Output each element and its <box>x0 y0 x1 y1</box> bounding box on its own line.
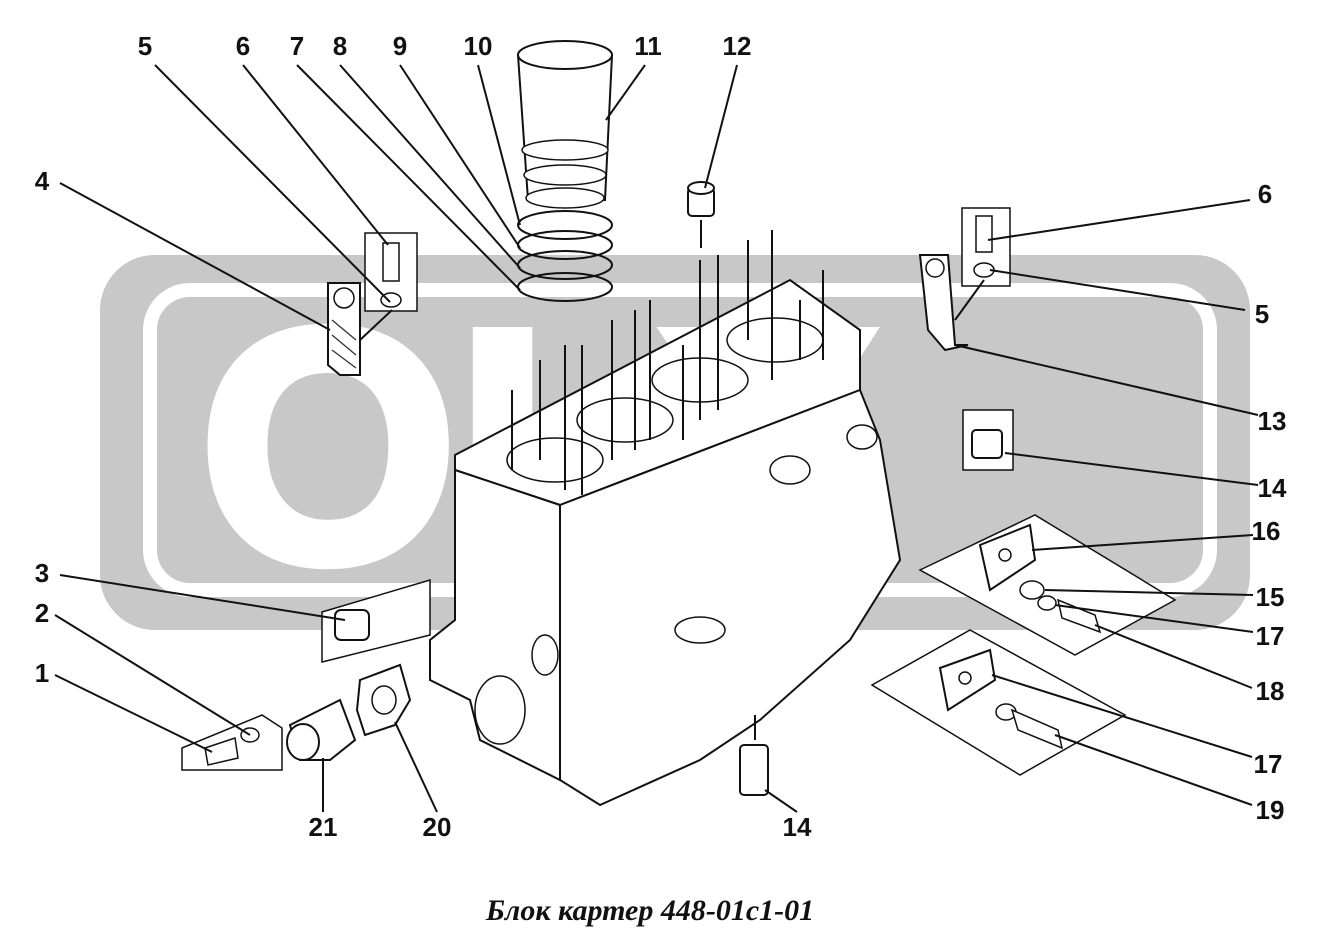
plug-part-12 <box>687 181 715 248</box>
cylinder-liner-assembly <box>516 40 614 302</box>
callout-15: 15 <box>1256 582 1285 612</box>
bracket-right <box>918 207 1011 352</box>
bushing-lower <box>739 715 769 796</box>
bracket-left <box>327 232 418 376</box>
head-studs <box>511 230 824 495</box>
liner-band-2 <box>523 164 607 186</box>
flange-part-21 <box>286 698 357 761</box>
callout-labels: 5 6 7 8 9 10 11 12 4 6 5 13 14 16 15 17 … <box>35 31 1287 842</box>
callout-5-top: 5 <box>138 31 152 61</box>
callout-1: 1 <box>35 658 49 688</box>
plug-part-3 <box>321 578 431 663</box>
callout-6-right: 6 <box>1258 179 1272 209</box>
gasket-part-20 <box>355 663 412 737</box>
liner-band-3 <box>525 187 605 209</box>
callout-21: 21 <box>309 812 338 842</box>
side-port-1 <box>846 424 878 450</box>
callout-6-top: 6 <box>236 31 250 61</box>
cylinder-bore-4 <box>726 317 824 363</box>
bolt-group-left <box>181 714 283 771</box>
callout-3: 3 <box>35 558 49 588</box>
callout-17-upper: 17 <box>1256 621 1285 651</box>
cover-group-lower <box>870 629 1127 776</box>
bushing-upper <box>962 409 1014 471</box>
callout-20: 20 <box>423 812 452 842</box>
callout-14-bottom: 14 <box>783 812 812 842</box>
cylinder-liner-top <box>517 40 613 70</box>
callout-17-lower: 17 <box>1254 749 1283 779</box>
cylinder-bore-2 <box>576 397 674 443</box>
engine-block <box>429 230 902 807</box>
callout-4: 4 <box>35 166 50 196</box>
front-port <box>474 675 526 745</box>
diagram-caption: Блок картер 448-01с1-01 <box>485 894 814 927</box>
ring-1 <box>517 210 613 240</box>
callout-19: 19 <box>1256 795 1285 825</box>
callout-18: 18 <box>1256 676 1285 706</box>
callout-2: 2 <box>35 598 49 628</box>
callout-13: 13 <box>1258 406 1287 436</box>
liner-band-1 <box>521 139 609 161</box>
cylinder-bore-1 <box>506 437 604 483</box>
side-opening <box>674 616 726 644</box>
callout-7: 7 <box>290 31 304 61</box>
side-port-2 <box>769 455 811 485</box>
callout-14-right: 14 <box>1258 473 1287 503</box>
front-hole <box>531 634 559 676</box>
cover-group-upper <box>918 514 1177 656</box>
block-side-face <box>559 388 902 807</box>
callout-16: 16 <box>1252 516 1281 546</box>
callout-11: 11 <box>634 31 662 61</box>
leader-lines <box>54 64 1259 813</box>
callout-12: 12 <box>723 31 752 61</box>
callout-8: 8 <box>333 31 347 61</box>
callout-10: 10 <box>464 31 493 61</box>
callout-5-right: 5 <box>1255 299 1269 329</box>
callout-9: 9 <box>393 31 407 61</box>
